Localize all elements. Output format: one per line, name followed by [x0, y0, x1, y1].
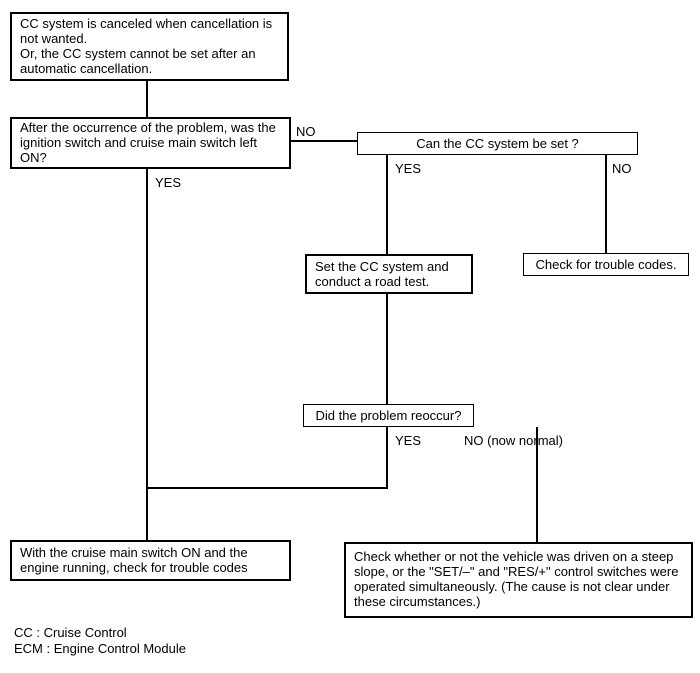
- flowchart-box-road-test: Set the CC system and conduct a road tes…: [305, 254, 473, 294]
- legend-cc: CC : Cruise Control: [14, 625, 127, 640]
- connector-can-set-no-vertical: [605, 155, 607, 253]
- connector-reoccur-no-vertical: [536, 427, 538, 542]
- branch-label-can-set-no: NO: [612, 161, 632, 176]
- connector-can-set-yes-vertical: [386, 155, 388, 254]
- legend-ecm: ECM : Engine Control Module: [14, 641, 186, 656]
- connector-ignition-yes-vertical: [146, 168, 148, 540]
- flowchart-box-steep-slope-check: Check whether or not the vehicle was dri…: [344, 542, 693, 618]
- connector-problem-to-ignition: [146, 81, 148, 117]
- connector-ignition-no-horizontal: [291, 140, 357, 142]
- branch-label-ignition-yes: YES: [155, 175, 182, 190]
- branch-label-reoccur-no: NO (now normal): [464, 433, 563, 448]
- branch-label-can-set-yes: YES: [395, 161, 422, 176]
- flowchart-box-can-set-question: Can the CC system be set ?: [357, 132, 638, 155]
- connector-road-test-to-reoccur: [386, 293, 388, 404]
- flowchart-box-check-trouble-codes: Check for trouble codes.: [523, 253, 689, 276]
- flowchart-box-main-switch-check: With the cruise main switch ON and the e…: [10, 540, 291, 581]
- branch-label-ignition-no: NO: [296, 124, 316, 139]
- branch-label-reoccur-yes: YES: [395, 433, 422, 448]
- flowchart-box-problem-description: CC system is canceled when cancellation …: [10, 12, 289, 81]
- connector-reoccur-yes-horizontal: [146, 487, 388, 489]
- connector-reoccur-yes-vertical: [386, 427, 388, 489]
- legend: CC : Cruise Control ECM : Engine Control…: [14, 625, 186, 657]
- flowchart-box-ignition-question: After the occurrence of the problem, was…: [10, 117, 291, 169]
- flowchart-box-reoccur-question: Did the problem reoccur?: [303, 404, 474, 427]
